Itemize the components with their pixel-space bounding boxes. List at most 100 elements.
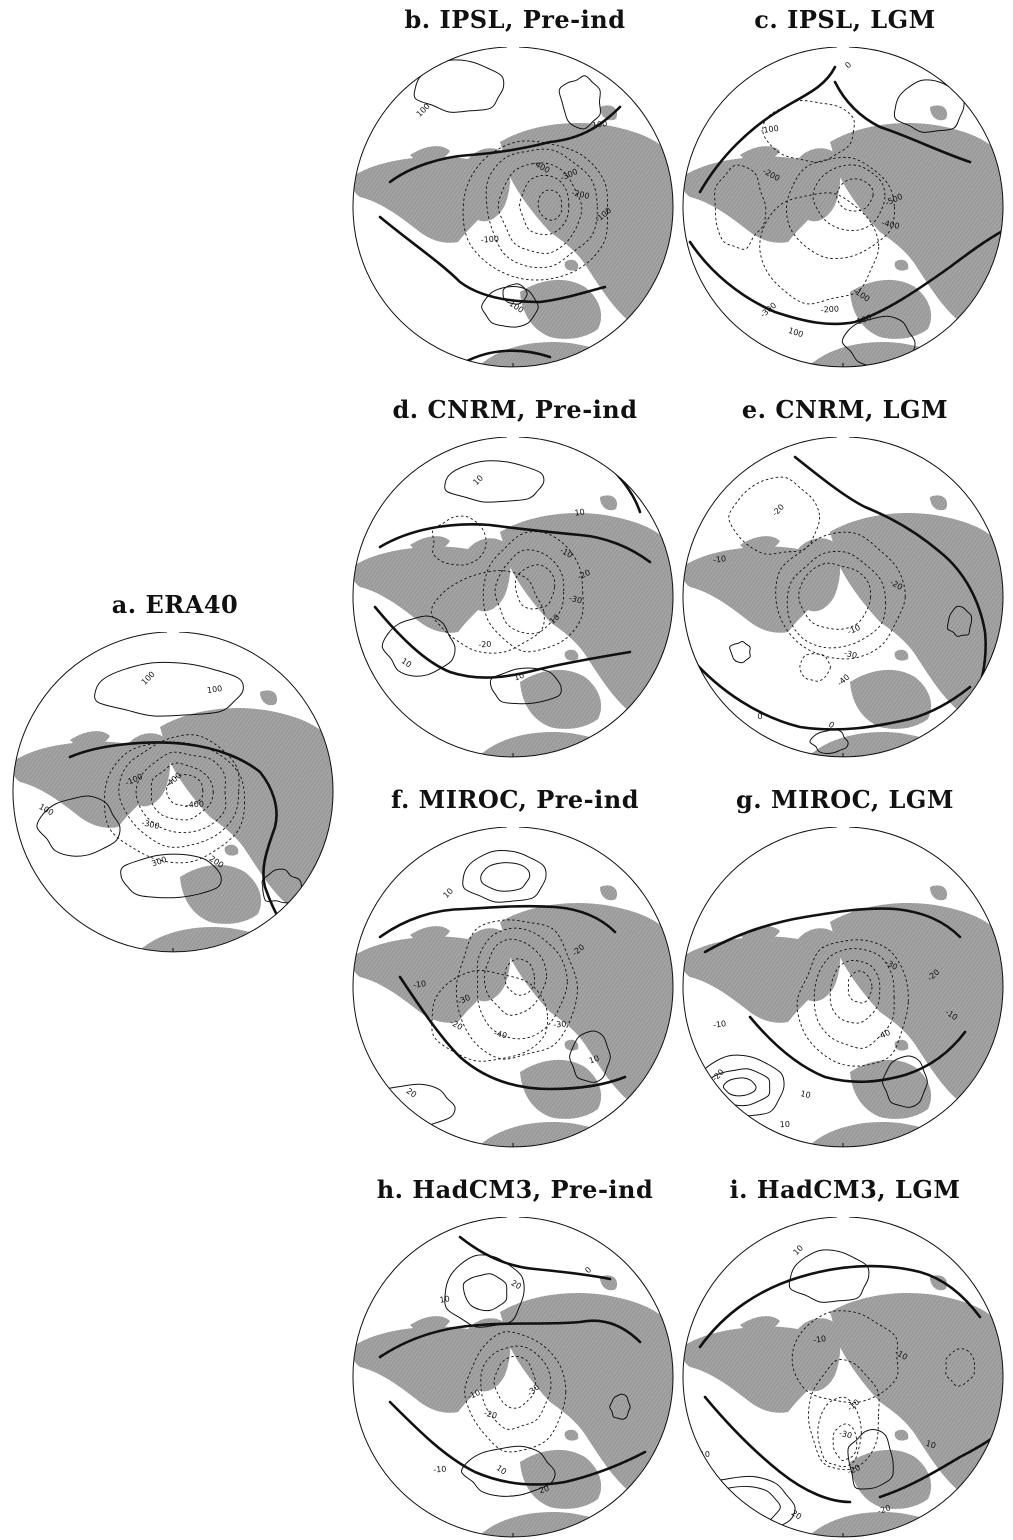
contour-negative [786, 156, 895, 260]
contour-label: 0 [843, 60, 853, 70]
contour-negative [485, 148, 598, 269]
land-shape [795, 538, 841, 612]
land-shape [465, 1318, 511, 1392]
panel-title-h: h. HadCM3, Pre-ind [376, 1175, 654, 1204]
contour-negative [762, 100, 855, 163]
contour-negative [519, 174, 570, 236]
land-shape [574, 135, 586, 144]
contour-negative [799, 653, 831, 682]
contour-positive [381, 615, 456, 677]
land-shape [904, 915, 916, 924]
land-shape [850, 1059, 932, 1119]
panel-title-e: e. CNRM, LGM [741, 395, 949, 424]
land-masses [683, 495, 1003, 757]
contour-negative [455, 919, 578, 1060]
land-shape [683, 936, 827, 1023]
land-shape [894, 649, 909, 661]
land-shape [410, 926, 450, 943]
contour-positive [94, 661, 244, 717]
land-shape [904, 1305, 916, 1314]
contour-label: -20 [877, 1503, 892, 1516]
contour-label: 10 [513, 671, 526, 683]
contour-negative [431, 515, 487, 566]
contour-zero [398, 975, 627, 1091]
land-masses [353, 105, 673, 367]
contour-zero [688, 655, 972, 731]
contour-label: 0 [583, 1265, 593, 1275]
contour-label: 0 [827, 720, 836, 730]
land-shape [260, 690, 278, 706]
contour-negative [798, 562, 872, 630]
contour-positive [729, 641, 751, 664]
contour-positive [489, 667, 562, 705]
land-shape [500, 1293, 673, 1492]
contour-positive [444, 460, 545, 503]
contour-label: 0 [757, 712, 763, 721]
panel-title-a: a. ERA40 [111, 590, 239, 619]
contour-positive [809, 728, 849, 755]
land-shape [574, 525, 586, 534]
land-shape [600, 495, 618, 511]
land-shape [740, 146, 780, 163]
contour-label: -10 [433, 1465, 447, 1475]
contour-label: 20 [510, 1278, 523, 1291]
contour-zero [703, 1395, 852, 1504]
land-shape [234, 720, 246, 729]
contour-zero [373, 605, 632, 679]
contour-negative [832, 1423, 858, 1461]
contour-zero [378, 1319, 642, 1359]
land-shape [600, 105, 618, 121]
land-shape [70, 731, 110, 748]
land-shape [353, 546, 497, 633]
contour-label: -10 [813, 1334, 827, 1345]
contour-zero [388, 1400, 647, 1486]
contour-label: -100 [760, 124, 779, 135]
contour-label: -30 [568, 594, 583, 606]
contour-label: -400 [881, 218, 901, 231]
contour-negative [728, 476, 821, 555]
contour-label: 10 [588, 1054, 601, 1066]
contour-label: 100 [982, 310, 998, 320]
land-shape [564, 259, 579, 271]
contour-label: -20 [483, 1409, 498, 1421]
contour-zero [378, 523, 652, 564]
panel-title-d: d. CNRM, Pre-ind [392, 395, 638, 424]
contour-positive [480, 862, 531, 892]
contour-label: -30 [553, 1020, 567, 1030]
panel-title-g: g. MIROC, LGM [736, 785, 954, 814]
land-shape [353, 1326, 497, 1413]
contour-positive [558, 75, 602, 130]
contour-negative [786, 550, 887, 649]
contour-zero [458, 1235, 612, 1281]
land-shape [465, 538, 511, 612]
contour-negative [135, 751, 227, 834]
panel-title-i: i. HadCM3, LGM [729, 1175, 961, 1204]
contour-positive [847, 1429, 894, 1490]
contour-zero [388, 105, 622, 184]
contour-negative [483, 938, 547, 1016]
contour-positive [569, 1030, 611, 1083]
land-shape [683, 1326, 827, 1413]
contour-zero [698, 65, 837, 194]
contour-negative [430, 570, 545, 654]
contour-zero [748, 1015, 967, 1084]
contour-label: -200 [571, 188, 591, 201]
land-shape [830, 513, 1003, 712]
contour-positive [722, 1077, 757, 1097]
panel-title-f: f. MIROC, Pre-ind [391, 785, 639, 814]
land-shape [410, 536, 450, 553]
contour-label: 10 [700, 1450, 711, 1460]
panel-title-c: c. IPSL, LGM [754, 5, 936, 34]
land-shape [224, 844, 239, 856]
contour-positive [462, 1273, 508, 1312]
contour-negative [759, 192, 880, 305]
